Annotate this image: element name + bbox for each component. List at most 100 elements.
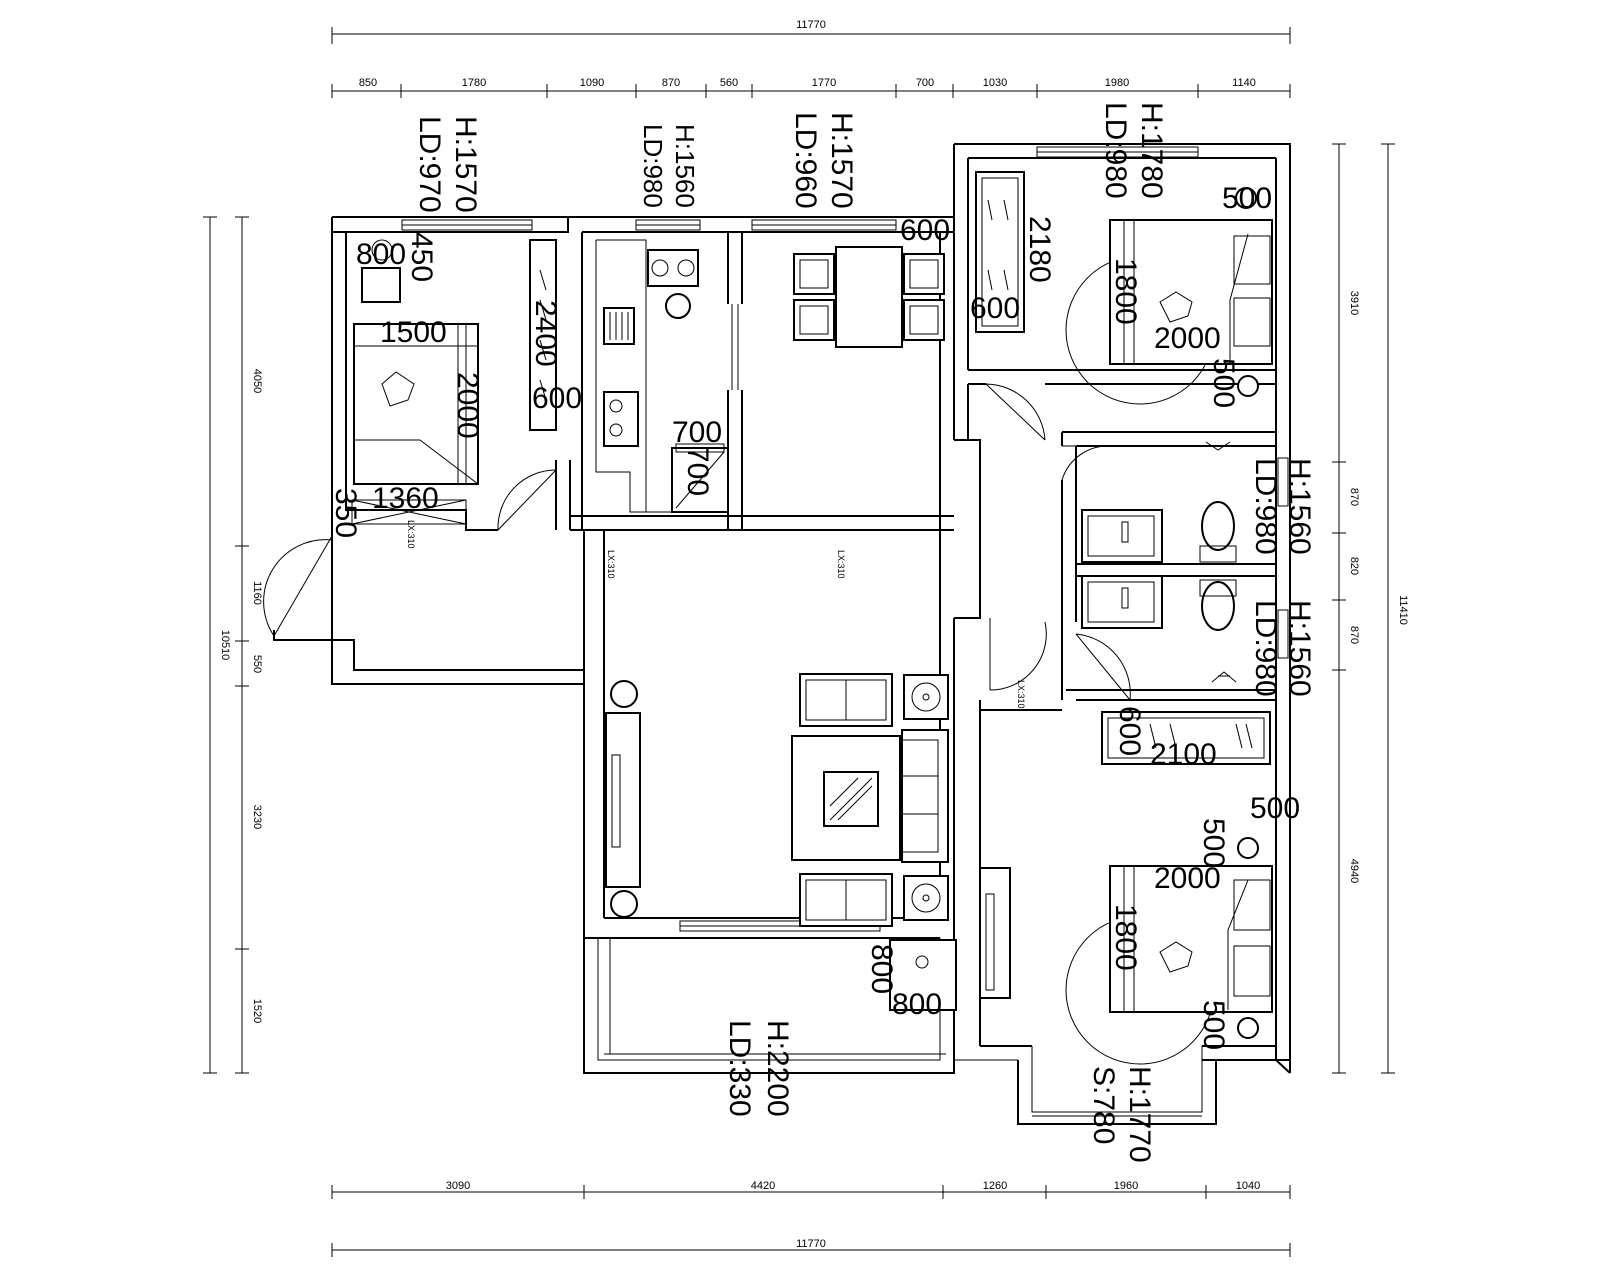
floor-drain-icon [1205, 441, 1231, 451]
tv-cabinet [979, 867, 1011, 999]
furn-dim: 1800 [1109, 904, 1142, 971]
window-h-dining: H:1570 [825, 112, 858, 209]
dim-top-2: 1090 [580, 77, 604, 89]
side-table [903, 674, 949, 720]
drainboard [603, 307, 635, 345]
wardrobe [529, 239, 557, 431]
dim-right-3: 870 [1348, 626, 1360, 644]
dimension-left-total: 10510 [203, 216, 231, 1074]
window-ld-kitchen: LD:980 [638, 124, 668, 208]
dimension-bottom-total: 11770 [331, 1238, 1291, 1257]
dimension-right-total: 11410 [1381, 143, 1409, 1074]
furn-dim: 450 [405, 232, 438, 282]
sliding-cabinet [351, 499, 467, 525]
living-room [605, 673, 949, 927]
lighting-labels: LX:310 LX:310 LX:310 LX:310 [406, 520, 1026, 709]
sink [647, 249, 699, 287]
dining-table [835, 246, 903, 348]
furn-dim: 600 [970, 292, 1020, 325]
window-ld-bath-upper: LD:980 [1249, 458, 1282, 555]
dim-bottom-0: 3090 [446, 1180, 470, 1192]
dim-left-1: 1160 [251, 581, 263, 605]
lx-label: LX:310 [1016, 680, 1026, 709]
kitchen [603, 249, 729, 513]
window-ld-bedroom-left: LD:970 [413, 116, 446, 213]
nightstand-lamp [1237, 837, 1259, 859]
bedroom-bottom-right [979, 711, 1273, 1065]
dim-top-1: 1780 [462, 77, 486, 89]
dim-bottom-total: 11770 [796, 1238, 826, 1250]
dim-bottom-1: 4420 [751, 1180, 775, 1192]
dim-left-3: 3230 [251, 805, 263, 829]
furn-dim: 1800 [1109, 258, 1142, 325]
dim-right-4: 4940 [1348, 859, 1360, 883]
furn-dim: 500 [1197, 818, 1230, 868]
person-icon [665, 293, 691, 319]
furn-dim: 2180 [1023, 216, 1056, 283]
window-ld-balcony: LD:330 [723, 1020, 756, 1117]
chair [903, 253, 945, 295]
furn-dim: 800 [892, 988, 942, 1021]
nightstand-lamp [1235, 187, 1257, 209]
furn-dim: 350 [329, 488, 362, 538]
nightstand [361, 267, 401, 303]
nightstand-lamp [1237, 1017, 1259, 1039]
plant-icon [610, 680, 638, 708]
window-h-bedroom-top-right: H:1780 [1135, 102, 1168, 199]
dim-top-5: 1770 [812, 77, 836, 89]
dim-right-total: 11410 [1397, 595, 1409, 625]
dim-top-6: 700 [916, 77, 934, 89]
window-h-balcony: H:2200 [761, 1020, 794, 1117]
furn-dim: 500 [1222, 182, 1272, 215]
furn-dim: 600 [1113, 706, 1146, 756]
dimension-top-segments: 850 1780 1090 870 560 1770 700 1030 1980… [331, 77, 1291, 98]
plant-icon [610, 890, 638, 918]
nightstand-lamp [1237, 375, 1259, 397]
dimension-top-total: 11770 [331, 19, 1291, 44]
dim-left-2: 550 [251, 655, 263, 673]
window-s-bedroom-bottom-right: S:780 [1087, 1066, 1120, 1144]
dim-bottom-2: 1260 [983, 1180, 1007, 1192]
side-table [903, 875, 949, 921]
furn-dim: 2400 [529, 300, 562, 367]
dining-area [793, 246, 945, 348]
dim-top-3: 870 [662, 77, 680, 89]
dim-top-0: 850 [359, 77, 377, 89]
dim-top-7: 1030 [983, 77, 1007, 89]
bedroom-left [351, 239, 557, 525]
washing-machine [889, 939, 957, 1011]
dim-right-0: 3910 [1348, 291, 1360, 315]
furn-dim: 2000 [451, 372, 484, 439]
doors [263, 304, 1131, 701]
furn-dim: 2100 [1150, 738, 1217, 771]
chair [793, 299, 835, 341]
lamp-icon [371, 239, 393, 261]
dimension-bottom-segments: 3090 4420 1260 1960 1040 [331, 1180, 1291, 1199]
toilet [1201, 581, 1235, 631]
chair [793, 253, 835, 295]
bed [353, 323, 479, 485]
furn-dim: 700 [681, 446, 714, 496]
furn-dim: 500 [1207, 358, 1240, 408]
chair [903, 299, 945, 341]
lx-label: LX:310 [606, 550, 616, 579]
window-labels: H:1570 LD:970 H:1560 LD:980 H:1570 LD:96… [413, 102, 1316, 1163]
furniture-dimensions: 800 450 1500 2000 2400 600 1360 350 700 … [329, 182, 1300, 1050]
furn-dim: 700 [672, 416, 722, 449]
window-ld-bath-lower: LD:980 [1249, 600, 1282, 697]
dim-bottom-4: 1040 [1236, 1180, 1260, 1192]
wardrobe [975, 171, 1025, 333]
sofa [901, 729, 949, 863]
bedroom-top-right [975, 171, 1273, 405]
furn-dim: 2000 [1154, 862, 1221, 895]
window-h-bedroom-bottom-right: H:1770 [1123, 1066, 1156, 1163]
walls [273, 143, 1291, 1125]
dimension-left-segments: 4050 1160 550 3230 1520 [235, 216, 263, 1074]
furn-dim: 500 [1197, 1000, 1230, 1050]
furn-dim: 1500 [380, 316, 447, 349]
furn-dim: 600 [900, 214, 950, 247]
stove [603, 391, 639, 447]
window-ld-bedroom-top-right: LD:980 [1099, 102, 1132, 199]
dim-left-total: 10510 [219, 630, 231, 661]
window-h-bath-lower: H:1560 [1283, 600, 1316, 697]
